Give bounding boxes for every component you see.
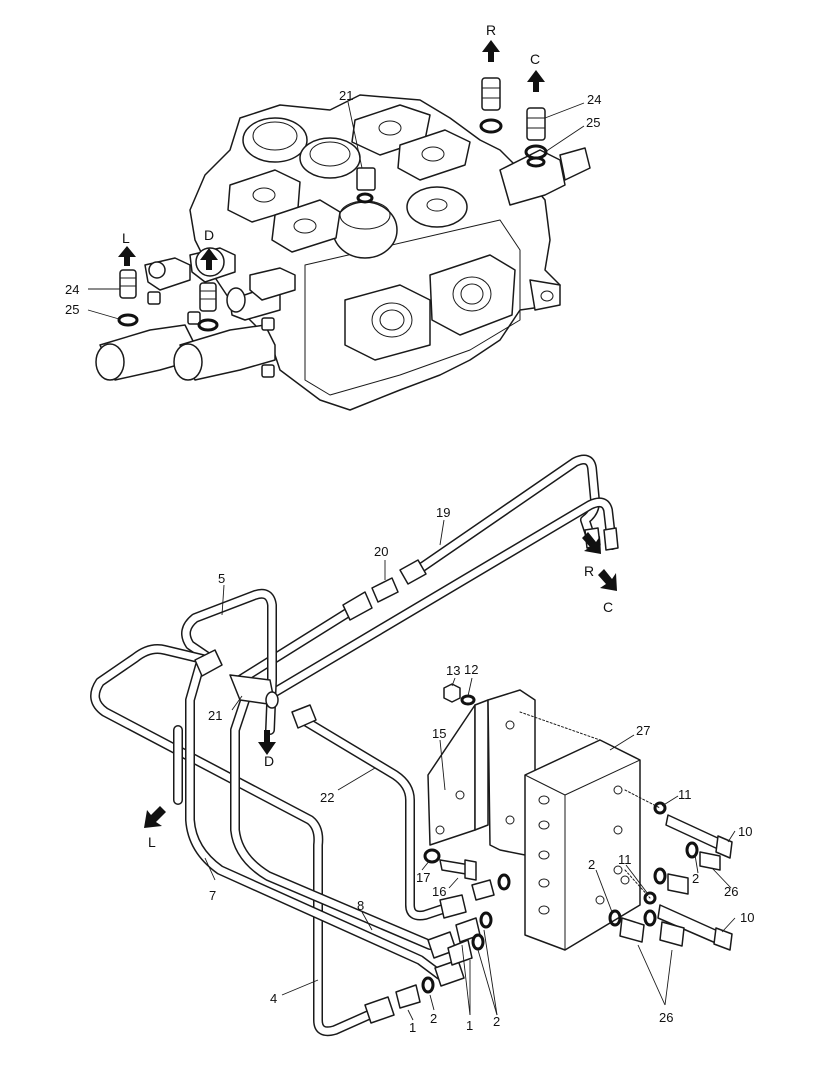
label-26-b: 26	[659, 1010, 673, 1025]
washer-11-b	[643, 891, 657, 905]
arrow-D-bottom	[258, 730, 276, 755]
port-arrows-bottom	[144, 532, 617, 828]
arrow-R-bottom	[582, 532, 601, 554]
port-label-L-bottom: L	[148, 834, 156, 850]
label-11-b: 11	[618, 852, 632, 867]
port-label-R-bottom: R	[584, 563, 594, 579]
port-label-D-top: D	[204, 227, 214, 243]
label-12: 12	[464, 662, 478, 677]
manifold-assembly	[395, 683, 733, 1009]
label-19: 19	[436, 505, 450, 520]
label-10-b: 10	[740, 910, 754, 925]
port-label-R-top: R	[486, 22, 496, 38]
label-2-c: 2	[430, 1011, 437, 1026]
o-ring-25-left	[117, 313, 139, 327]
label-1-b: 1	[466, 1018, 473, 1033]
arrow-C-bottom	[598, 569, 617, 591]
arrow-R-top	[482, 40, 500, 62]
label-1-a: 1	[409, 1020, 416, 1035]
washer-12	[460, 694, 476, 706]
part-labels: 21 24 25 24 25 R C L D 19 20 5 R C 13 12…	[65, 22, 754, 1035]
port-label-C-top: C	[530, 51, 540, 67]
label-17: 17	[416, 870, 430, 885]
port-label-D-bottom: D	[264, 753, 274, 769]
label-24-right: 24	[587, 92, 601, 107]
label-13: 13	[446, 663, 460, 678]
label-2-b: 2	[692, 871, 699, 886]
label-26-a: 26	[724, 884, 738, 899]
fitting-24-right	[526, 107, 546, 141]
washer-11-a	[653, 801, 667, 815]
label-11-a: 11	[678, 787, 692, 802]
valve-front-face	[304, 219, 521, 396]
fitting-26-b	[619, 917, 645, 943]
adapter-20	[371, 577, 399, 603]
fitting-26-a	[699, 851, 721, 871]
label-25-left: 25	[65, 302, 79, 317]
label-27: 27	[636, 723, 650, 738]
port-label-C-bottom: C	[603, 599, 613, 615]
fitting-24-left	[119, 269, 137, 299]
valve-flange-right	[429, 254, 516, 336]
label-21-bottom: 21	[208, 708, 222, 723]
valve-cap-2	[299, 137, 361, 179]
label-22: 22	[320, 790, 334, 805]
label-4: 4	[270, 991, 277, 1006]
arrow-D-top	[200, 248, 218, 270]
control-valve-assembly	[95, 77, 591, 411]
spool-cylinder-2	[179, 324, 276, 381]
port-arrows-top	[118, 40, 545, 270]
label-5: 5	[218, 571, 225, 586]
label-25-right: 25	[586, 115, 600, 130]
leader-lines-top	[87, 101, 585, 320]
label-8: 8	[357, 898, 364, 913]
label-24-left: 24	[65, 282, 79, 297]
fitting-R-top	[481, 77, 501, 111]
arrow-L-bottom	[144, 806, 166, 828]
label-15: 15	[432, 726, 446, 741]
label-2-d: 2	[493, 1014, 500, 1029]
pipe-assembly	[90, 454, 617, 1037]
label-7: 7	[209, 888, 216, 903]
arrow-L-top	[118, 246, 136, 266]
leader-lines-bottom	[204, 519, 736, 1021]
valve-cap-3	[406, 186, 468, 228]
washer-17	[423, 848, 441, 864]
arrow-C-top	[527, 70, 545, 92]
label-20: 20	[374, 544, 388, 559]
label-16: 16	[432, 884, 446, 899]
valve-cap-1	[242, 117, 308, 163]
valve-flange-left	[344, 284, 431, 361]
nut-13	[443, 683, 461, 703]
port-label-L-top: L	[122, 230, 130, 246]
label-2-a: 2	[588, 857, 595, 872]
fitting-26-c	[659, 921, 685, 947]
label-10-a: 10	[738, 824, 752, 839]
valve-cap-4	[332, 201, 398, 259]
label-21-top: 21	[339, 88, 353, 103]
